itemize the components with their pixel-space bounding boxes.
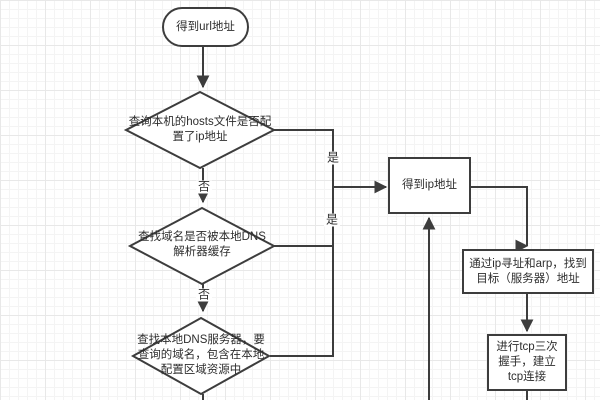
start-node-label[interactable]: 得到url地址 (176, 20, 235, 33)
cache-yes-edge-label[interactable]: 是 (323, 212, 341, 227)
got-ip-label[interactable]: 得到ip地址 (402, 179, 457, 191)
arp-box-shape[interactable] (462, 249, 594, 294)
check-cache-diamond-shape[interactable] (127, 206, 277, 286)
check-hosts-diamond-shape[interactable] (123, 90, 277, 170)
got-ip-box-shape[interactable] (388, 157, 471, 214)
arp-label[interactable]: 通过ip寻址和arp，找到 目标（服务器）地址 (469, 257, 587, 285)
check-hosts-label[interactable]: 查询本机的hosts文件是否配 置了ip地址 (128, 116, 272, 143)
cache-no-edge-label[interactable]: 否 (195, 287, 213, 302)
hosts-no-edge-label[interactable]: 否 (195, 179, 213, 194)
check-zone-label[interactable]: 查找本地DNS服务器，要 查询的域名，包含在本地 配置区域资源中 (137, 333, 265, 376)
check-cache-label[interactable]: 查找域名是否被本地DNS 解析器缓存 (138, 231, 266, 258)
edge-yes-rail[interactable] (270, 129, 334, 357)
start-node-shape[interactable] (162, 7, 249, 47)
tcp-label[interactable]: 进行tcp三次 握手，建立 tcp连接 (496, 341, 558, 383)
tcp-box-shape[interactable] (487, 334, 567, 391)
edge-gotip-to-arp[interactable] (470, 186, 534, 248)
check-zone-diamond-shape[interactable] (130, 316, 272, 396)
hosts-yes-edge-label[interactable]: 是 (324, 150, 342, 165)
